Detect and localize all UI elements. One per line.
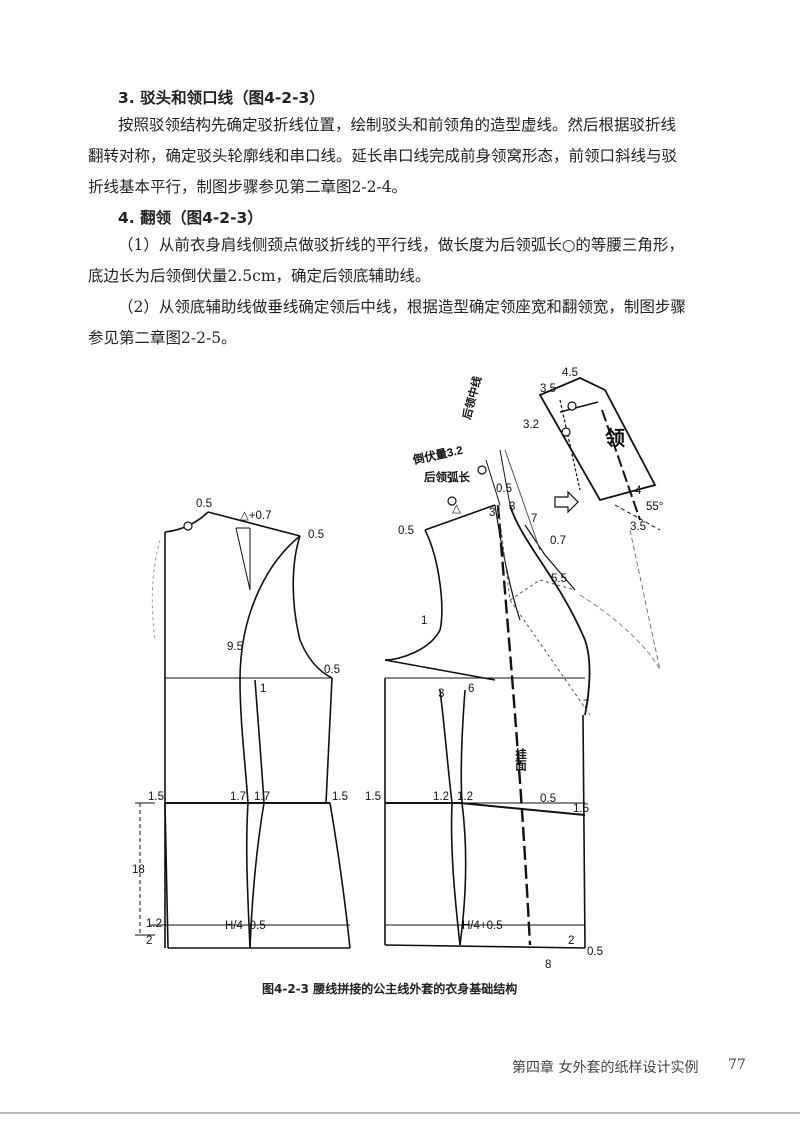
- label-shoulder-tri: △+0.7: [240, 510, 272, 522]
- footer-chapter: 第四章 女外套的纸样设计实例: [512, 1060, 699, 1076]
- section3-paragraph: 按照驳领结构先确定驳折线位置，绘制驳头和前领角的造型虚线。然后根据驳折线 翻转对…: [88, 110, 728, 203]
- label-front-05-waist: 0.5: [540, 793, 556, 805]
- label-back-17-right: 1.7: [254, 791, 270, 803]
- label-facing: 挂面: [514, 747, 527, 772]
- label-front-05-top: 0.5: [496, 483, 512, 495]
- label-collar-45: 4.5: [562, 367, 578, 379]
- label-front-tri: △: [452, 503, 462, 515]
- label-back-15-left: 1.5: [148, 791, 164, 803]
- label-front-12-right: 1.2: [457, 791, 473, 803]
- label-fall-32: 倒伏量3.2: [411, 443, 464, 467]
- label-dim-12: 1.2: [146, 918, 162, 930]
- label-dim-18: 18: [132, 864, 145, 876]
- label-front-6: 6: [468, 683, 474, 695]
- label-front-2: 2: [568, 935, 574, 947]
- label-front-7: 7: [531, 513, 537, 525]
- label-front-7b: 7: [583, 699, 589, 711]
- label-collar-35b: 3.5: [630, 521, 646, 533]
- label-front-8: 8: [545, 959, 551, 971]
- label-back-side-05: 0.5: [324, 664, 340, 676]
- label-front-15-left: 1.5: [365, 791, 381, 803]
- section3-line-3: 折线基本平行，制图步骤参见第二章图2-2-4。: [88, 178, 408, 196]
- label-back-1: 1: [260, 683, 266, 695]
- label-collar-55deg: 55°: [646, 501, 663, 513]
- page-number: 77: [728, 1057, 746, 1073]
- label-front-05-shoulder: 0.5: [398, 525, 414, 537]
- section4-paragraph-1: （1）从前衣身肩线侧颈点做驳折线的平行线，做长度为后领弧长○的等腰三角形， 底边…: [88, 230, 728, 292]
- label-back-17-left: 1.7: [230, 791, 246, 803]
- section4-p2-line-1: （2）从领底辅助线做垂线确定领后中线，根据造型确定领座宽和翻领宽，制图步骤: [118, 298, 686, 316]
- label-back-15-right: 1.5: [332, 791, 348, 803]
- section3-heading: 3. 驳头和领口线（图4-2-3）: [118, 89, 325, 107]
- label-back-neck-05: 0.5: [196, 498, 212, 510]
- label-back-95: 9.5: [227, 641, 243, 653]
- figure-caption: 图4-2-3 腰线拼接的公主线外套的衣身基础结构: [262, 982, 518, 996]
- label-collar-32: 3.2: [523, 419, 539, 431]
- section4-paragraph-2: （2）从领底辅助线做垂线确定领后中线，根据造型确定领座宽和翻领宽，制图步骤 参见…: [88, 292, 728, 354]
- label-back-shoulder-05: 0.5: [308, 529, 324, 541]
- label-front-3c: 3: [438, 688, 444, 700]
- label-collar-text: 领: [605, 426, 625, 450]
- label-collar-35: 3.5: [540, 383, 556, 395]
- label-front-07: 0.7: [550, 535, 566, 547]
- label-back-arc: 后领弧长: [424, 470, 470, 484]
- label-front-55: 5.5: [551, 573, 567, 585]
- label-front-12-left: 1.2: [433, 791, 449, 803]
- section4-p1-line-2: 底边长为后领倒伏量2.5cm，确定后领底辅助线。: [88, 267, 431, 285]
- label-back-hip: H/4−0.5: [225, 920, 266, 932]
- label-collar-4: 4: [635, 485, 642, 497]
- label-front-hip: H/4+0.5: [462, 920, 503, 932]
- section3-line-1: 按照驳领结构先确定驳折线位置，绘制驳头和前领角的造型虚线。然后根据驳折线: [118, 116, 677, 134]
- label-front-1: 1: [421, 615, 427, 627]
- pattern-figure: 0.5 △+0.7 0.5 9.5 0.5 1 1.5 1.7 1.7 1.5 …: [132, 367, 663, 971]
- label-back-cf: 后领中线: [459, 375, 484, 421]
- label-front-15-right: 1.5: [573, 803, 589, 815]
- label-front-3a: 3: [489, 507, 495, 519]
- section4-p2-line-2: 参见第二章图2-2-5。: [88, 329, 237, 347]
- section4-heading: 4. 翻领（图4-2-3）: [118, 209, 263, 227]
- label-front-05-hem: 0.5: [587, 946, 603, 958]
- section4-p1-line-1: （1）从前衣身肩线侧颈点做驳折线的平行线，做长度为后领弧长○的等腰三角形，: [118, 236, 684, 254]
- label-dim-2: 2: [146, 935, 152, 947]
- bottom-rule: [0, 1112, 800, 1114]
- section3-line-2: 翻转对称，确定驳头轮廓线和串口线。延长串口线完成前身领窝形态，前领口斜线与驳: [88, 147, 678, 165]
- label-front-3b: 3: [509, 501, 515, 513]
